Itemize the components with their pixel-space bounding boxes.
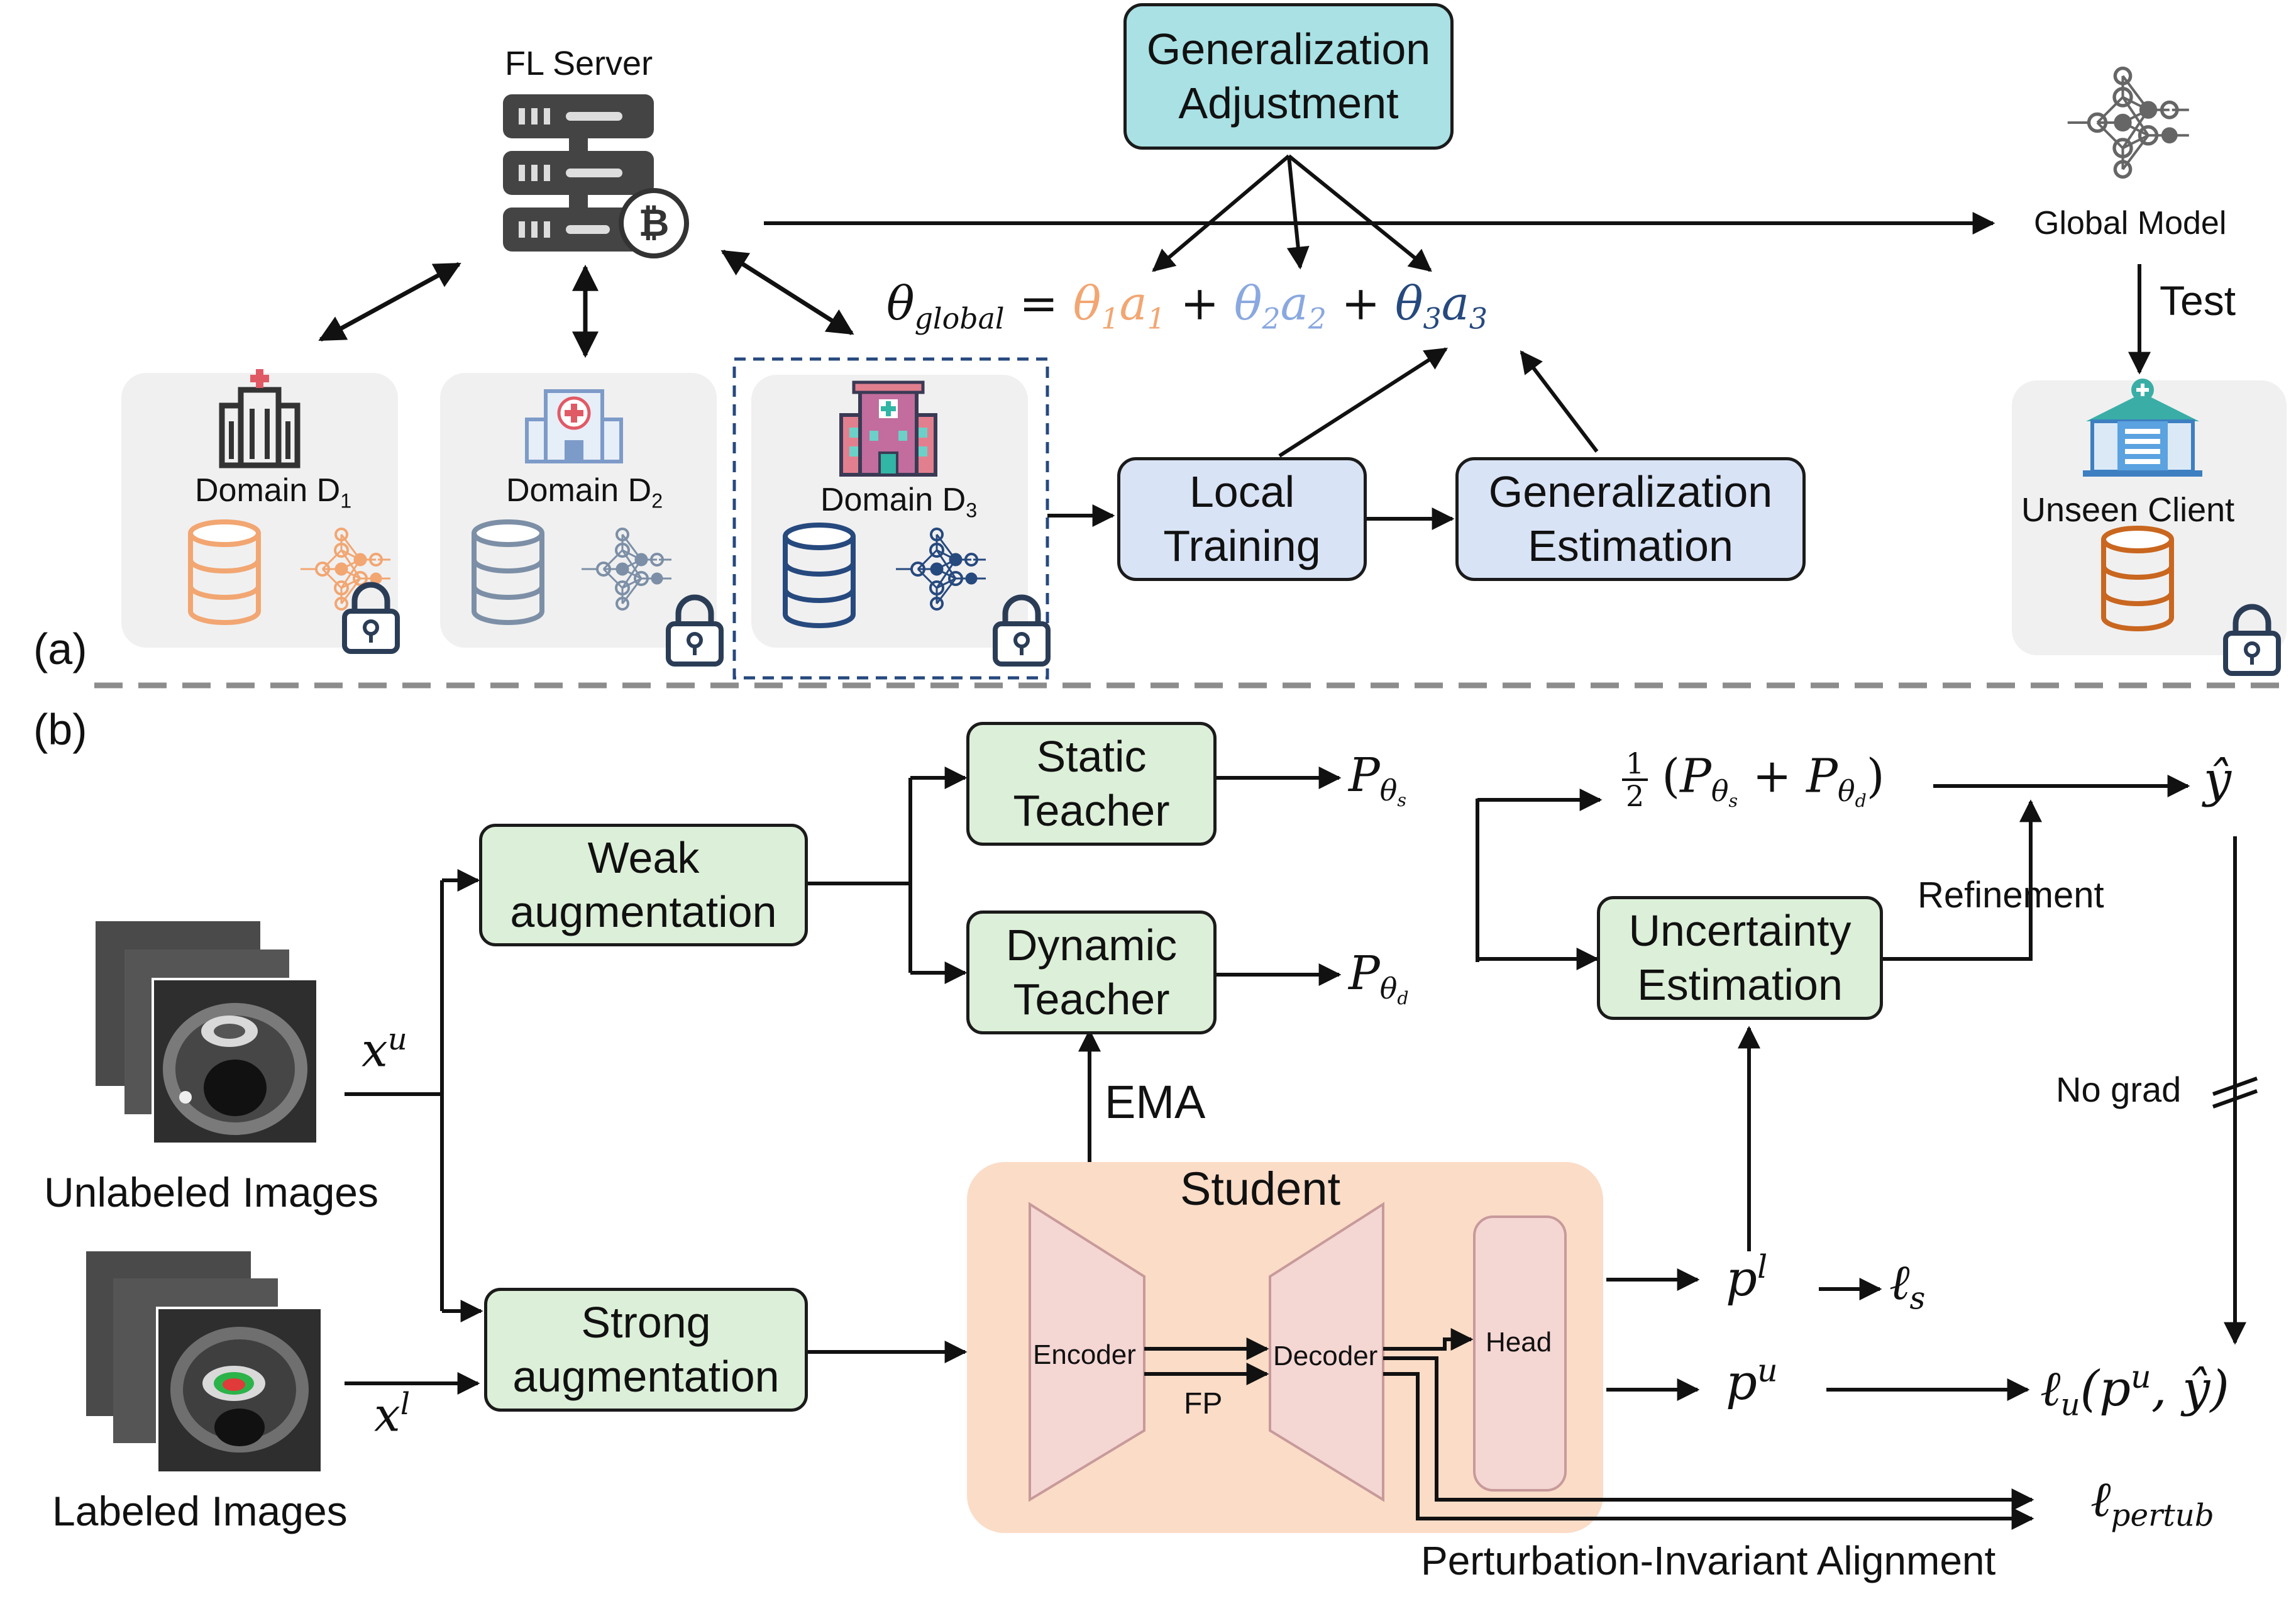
head-shape: [1473, 1215, 1567, 1492]
estimation-to-equation-arrow: [1520, 350, 1599, 453]
adjust-to-theta3-arrow: [1288, 154, 1432, 272]
p-theta-d-label: Pθd: [1349, 946, 1409, 1009]
refinement-label: Refinement: [1918, 875, 2104, 916]
pertub-line-2: [1383, 1372, 2034, 1530]
refinement-line: [1883, 799, 2042, 961]
clinic-icon: [525, 389, 623, 463]
unseen-client-panel: [2012, 380, 2287, 655]
pertub-line-1: [1383, 1356, 2034, 1511]
global-model-label: Global Model: [2034, 205, 2227, 241]
server-label: FL Server: [505, 45, 653, 82]
uncertainty-estimation-box: Uncertainty Estimation: [1597, 896, 1883, 1020]
strong-augmentation-box: Strong augmentation: [484, 1288, 808, 1412]
unseen-client-label: Unseen Client: [2021, 491, 2235, 529]
unlabeled-images-label: Unlabeled Images: [44, 1169, 378, 1215]
svg-text:₿: ₿: [639, 201, 670, 245]
head-label: Head: [1486, 1327, 1552, 1358]
labeled-image-stack: [86, 1251, 323, 1474]
generalization-adjustment-box: Generalization Adjustment: [1123, 3, 1454, 150]
pl-label: pl: [1726, 1248, 1768, 1307]
domain-label-2: Domain D2: [506, 472, 663, 512]
no-grad-slash-2: [2212, 1089, 2258, 1109]
test-label: Test: [2160, 277, 2236, 324]
dynamic-teacher-box: Dynamic Teacher: [966, 911, 1217, 1034]
encoder-shape: [1029, 1202, 1145, 1502]
student-title: Student: [1180, 1163, 1341, 1215]
server-icon: ₿: [503, 94, 689, 258]
encoder-label: Encoder: [1033, 1339, 1136, 1370]
aggregation-equation: θglobal = θ1a1 + θ2a2 + θ3a3: [886, 277, 1488, 336]
p-theta-s-label: Pθs: [1349, 748, 1407, 811]
domain-label-3: Domain D3: [820, 482, 978, 522]
local-training-box: Local Training: [1117, 457, 1367, 581]
loss-u-label: ℓu(pu, ŷ): [2040, 1358, 2229, 1423]
panel-label-b: (b): [33, 705, 87, 754]
weak-augmentation-box: Weak augmentation: [479, 824, 808, 946]
perturbation-alignment-label: Perturbation-Invariant Alignment: [1421, 1538, 1996, 1583]
no-grad-slash-1: [2212, 1077, 2258, 1096]
panel-label-a: (a): [33, 624, 87, 673]
adjust-to-theta2-arrow: [1286, 155, 1310, 270]
selected-domain-outline: [732, 357, 1049, 680]
loss-pertub-label: ℓpertub: [2090, 1471, 2214, 1534]
yhat-label: ŷ: [2204, 751, 2232, 808]
global-model-icon: [2068, 69, 2189, 177]
decoder-label: Decoder: [1273, 1341, 1378, 1371]
no-grad-label: No grad: [2056, 1070, 2182, 1109]
decoder-to-head: [1383, 1328, 1474, 1351]
decoder-shape: [1269, 1202, 1384, 1502]
server-domain1-link: [318, 262, 461, 342]
xl-label: xl: [374, 1387, 411, 1442]
clinic-building-icon: [2083, 379, 2202, 477]
fp-label: FP: [1184, 1387, 1223, 1420]
server-domain3-link: [720, 250, 854, 335]
training-to-equation-arrow: [1278, 347, 1449, 458]
ema-label: EMA: [1105, 1076, 1206, 1128]
generalization-estimation-box: Generalization Estimation: [1455, 457, 1806, 581]
static-teacher-box: Static Teacher: [966, 722, 1217, 846]
loss-s-label: ℓs: [1889, 1254, 1926, 1317]
xu-label: xu: [362, 1022, 407, 1078]
pu-label: pu: [1726, 1352, 1778, 1411]
hospital-building-icon: [839, 380, 937, 477]
adjust-to-theta1-arrow: [1152, 154, 1290, 272]
domain-label-1: Domain D1: [195, 472, 352, 512]
hospital-icon: [219, 369, 301, 468]
labeled-images-label: Labeled Images: [52, 1488, 348, 1534]
unlabeled-image-stack: [96, 921, 319, 1145]
